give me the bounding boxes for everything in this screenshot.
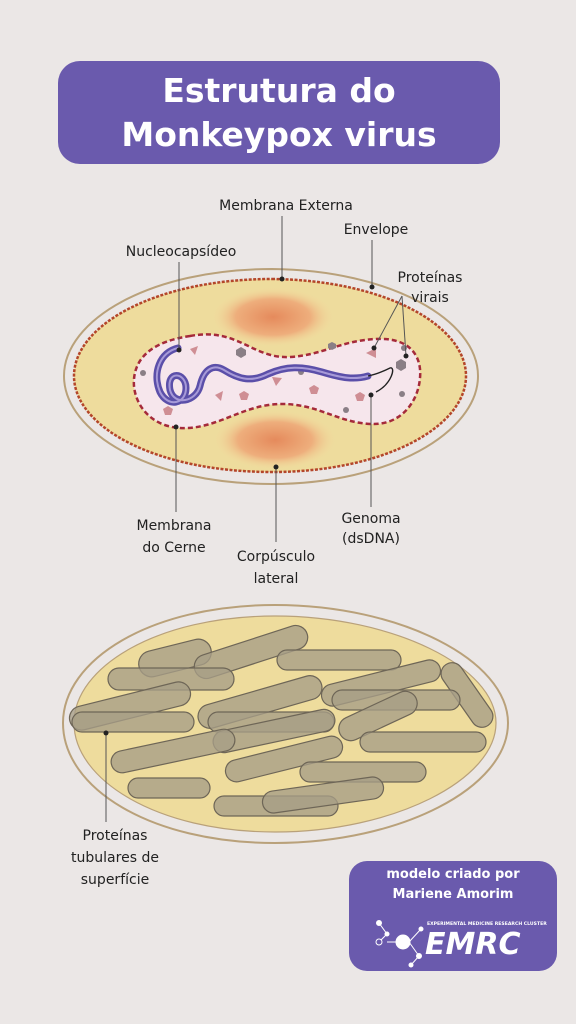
label-nucleocapsideo: Nucleocapsídeo xyxy=(126,244,237,260)
protein-dot-icon xyxy=(140,370,146,376)
label-proteinas-virais-1: Proteínas xyxy=(398,270,463,286)
genome-strand xyxy=(367,367,394,393)
tubule xyxy=(71,711,195,733)
emrc-logo: EXPERIMENTAL MEDICINE RESEARCH CLUSTER E… xyxy=(375,920,547,968)
tubule xyxy=(224,735,344,783)
credit-card: modelo criado por Mariene Amorim EXPERIM… xyxy=(349,861,557,971)
viral-proteins xyxy=(140,342,407,415)
label-genoma-2: (dsDNA) xyxy=(342,531,400,547)
label-membrana-cerne-1: Membrana xyxy=(136,518,211,534)
lateral-body-top xyxy=(211,287,335,347)
logo-subtitle: EXPERIMENTAL MEDICINE RESEARCH CLUSTER xyxy=(427,921,547,927)
protein-triangle-icon xyxy=(366,348,376,358)
credit-line-1: modelo criado por xyxy=(386,867,520,882)
label-genoma-1: Genoma xyxy=(341,511,400,527)
tubule xyxy=(261,776,385,814)
protein-triangle-icon xyxy=(190,346,198,355)
label-corpusculo-2: lateral xyxy=(254,571,299,587)
label-membrana-cerne-2: do Cerne xyxy=(142,540,205,556)
lateral-body-bottom xyxy=(213,410,337,470)
surface-tubules xyxy=(68,624,494,817)
protein-pentagon-icon xyxy=(239,391,249,400)
nucleocapsid xyxy=(153,344,394,406)
title-line-2: Monkeypox virus xyxy=(121,114,437,154)
title-line-1: Estrutura do xyxy=(162,70,396,110)
protein-triangle-icon xyxy=(215,391,223,401)
label-tubulares-1: Proteínas xyxy=(83,828,148,844)
protein-hexagon-icon xyxy=(396,359,406,371)
tubule xyxy=(110,728,236,774)
tubule xyxy=(359,731,487,753)
label-tubulares-2: tubulares de xyxy=(71,850,159,866)
molecule-icon xyxy=(375,920,424,968)
credit-author: Mariene Amorim xyxy=(392,887,514,902)
nucleocapsid-highlight xyxy=(155,347,369,403)
tubule xyxy=(276,649,402,671)
protein-pentagon-icon xyxy=(163,406,173,415)
protein-triangle-icon xyxy=(272,377,282,386)
protein-dot-icon xyxy=(343,407,349,413)
protein-dot-icon xyxy=(399,391,405,397)
protein-pentagon-icon xyxy=(355,392,365,401)
virion-surface xyxy=(61,603,510,845)
label-tubulares-3: superfície xyxy=(81,872,149,888)
protein-hexagon-icon xyxy=(328,342,336,350)
tubule xyxy=(338,690,418,742)
title-banner: Estrutura do Monkeypox virus xyxy=(58,61,500,164)
label-membrana-externa: Membrana Externa xyxy=(219,198,353,214)
virion-section xyxy=(62,216,480,542)
protein-pentagon-icon xyxy=(309,385,319,394)
protein-hexagon-icon xyxy=(236,347,246,358)
label-envelope: Envelope xyxy=(344,222,409,238)
tubule xyxy=(127,777,211,799)
logo-wordmark: EMRC xyxy=(425,927,520,962)
label-proteinas-virais-2: virais xyxy=(411,290,449,306)
label-corpusculo-1: Corpúsculo xyxy=(237,549,315,565)
